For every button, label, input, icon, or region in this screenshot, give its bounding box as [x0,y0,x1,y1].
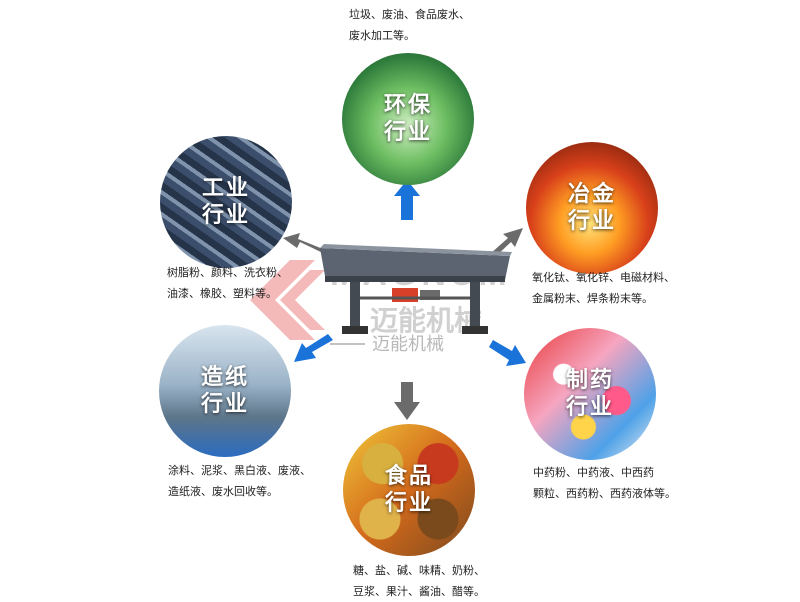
papermaking-title: 造纸 [200,365,249,390]
metallurgy-title: 冶金 [567,182,616,207]
industrial-industry-circle: 工业 行业 [160,136,292,268]
industrial-description: 树脂粉、颜料、洗衣粉、 油漆、橡胶、塑料等。 [167,266,288,300]
environmental-subtitle: 行业 [383,120,432,145]
papermaking-subtitle: 行业 [200,392,249,417]
metallurgy-industry-circle: 冶金 行业 [526,142,658,274]
pharmaceutical-industry-circle: 制药 行业 [524,328,656,460]
logo-red-shape-icon [280,270,325,330]
metallurgy-subtitle: 行业 [567,209,616,234]
food-description: 糖、盐、碱、味精、奶粉、 豆浆、果汁、酱油、醋等。 [353,564,485,598]
environmental-description: 垃圾、废油、食品废水、 废水加工等。 [349,8,470,42]
environmental-industry-circle: 环保 行业 [342,53,474,185]
arrow-down-icon [394,382,420,420]
industrial-title: 工业 [201,176,250,201]
watermark-brand-cn-small: 迈能机械 [372,334,444,355]
papermaking-description: 涂料、泥浆、黑白液、废液、 造纸液、废水回收等。 [168,464,311,498]
pharmaceutical-title: 制药 [565,368,614,393]
arrow-upper-left-icon [283,233,325,254]
food-industry-circle: 食品 行业 [343,424,475,556]
food-title: 食品 [384,464,433,489]
logo-red-shape-icon [250,260,315,340]
food-subtitle: 行业 [384,491,433,516]
pharmaceutical-description: 中药粉、中药液、中西药 颗粒、西药粉、西药液体等。 [533,466,676,500]
arrow-up-icon [394,180,420,220]
vibrating-screen-machine [320,244,512,334]
industrial-subtitle: 行业 [201,203,250,228]
arrow-lower-right-icon [489,340,526,366]
papermaking-industry-circle: 造纸 行业 [159,325,291,457]
arrow-upper-right-icon [490,228,523,258]
arrow-lower-left-icon [294,334,333,362]
environmental-title: 环保 [383,93,432,118]
metallurgy-description: 氧化钛、氧化锌、电磁材料、 金属粉末、焊条粉末等。 [532,271,675,305]
pharmaceutical-subtitle: 行业 [565,395,614,420]
